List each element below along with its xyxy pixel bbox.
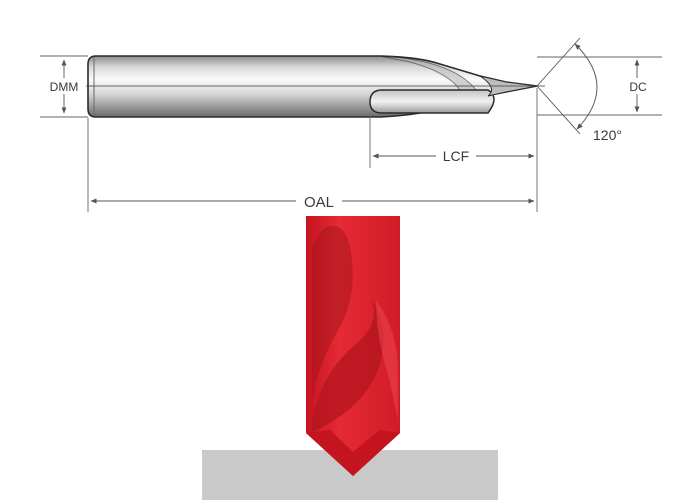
dmm-dimension: DMM (42, 59, 86, 114)
lcf-dimension: LCF (372, 148, 535, 164)
dmm-label: DMM (50, 80, 79, 94)
drill-flute-shadow (312, 226, 353, 400)
lcf-label: LCF (443, 148, 469, 164)
drill-helix (312, 300, 384, 432)
oal-label: OAL (304, 194, 334, 211)
dc-dimension: DC (624, 59, 652, 113)
angle-dimension: 120° (536, 37, 622, 143)
flute-pocket (369, 89, 495, 114)
drill-bit-icon (202, 216, 498, 500)
drill-tip (306, 430, 400, 476)
drill-highlight (376, 300, 398, 420)
extension-lines (40, 55, 662, 212)
oal-dimension: OAL (90, 192, 535, 211)
angle-label: 120° (593, 127, 622, 143)
spot-drill-icon (64, 55, 545, 118)
dc-label: DC (629, 80, 647, 94)
